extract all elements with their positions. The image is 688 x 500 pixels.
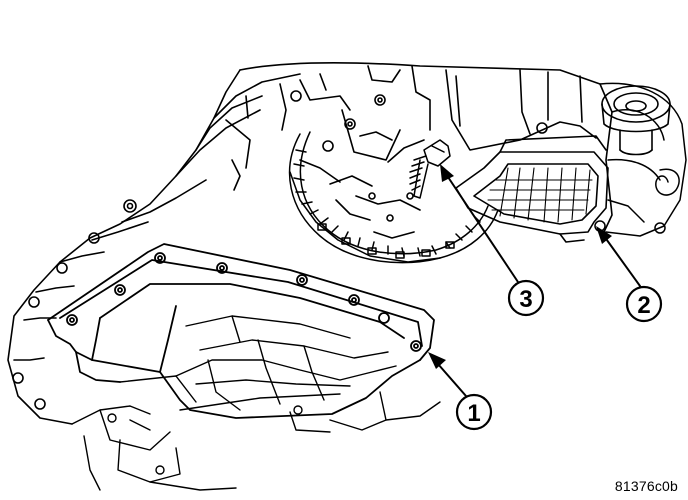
valve-body-ring — [288, 131, 499, 264]
oil-filter — [455, 135, 609, 243]
callout-2: 2 — [625, 285, 663, 323]
leader-lines — [437, 173, 641, 397]
dipstick-tube-plug — [601, 85, 671, 156]
callout-3: 3 — [507, 279, 545, 317]
figure-id-label: 81376c0b — [614, 478, 678, 494]
lower-crossmember — [71, 391, 441, 491]
callout-3-label: 3 — [519, 286, 532, 313]
oil-pan — [47, 243, 435, 419]
right-housing — [594, 82, 687, 237]
transmission-case — [7, 61, 613, 425]
callout-2-label: 2 — [637, 292, 650, 319]
callout-1: 1 — [455, 393, 493, 431]
leader-arrowheads — [428, 164, 612, 369]
filter-bolt — [409, 139, 451, 199]
callout-1-label: 1 — [467, 400, 480, 427]
